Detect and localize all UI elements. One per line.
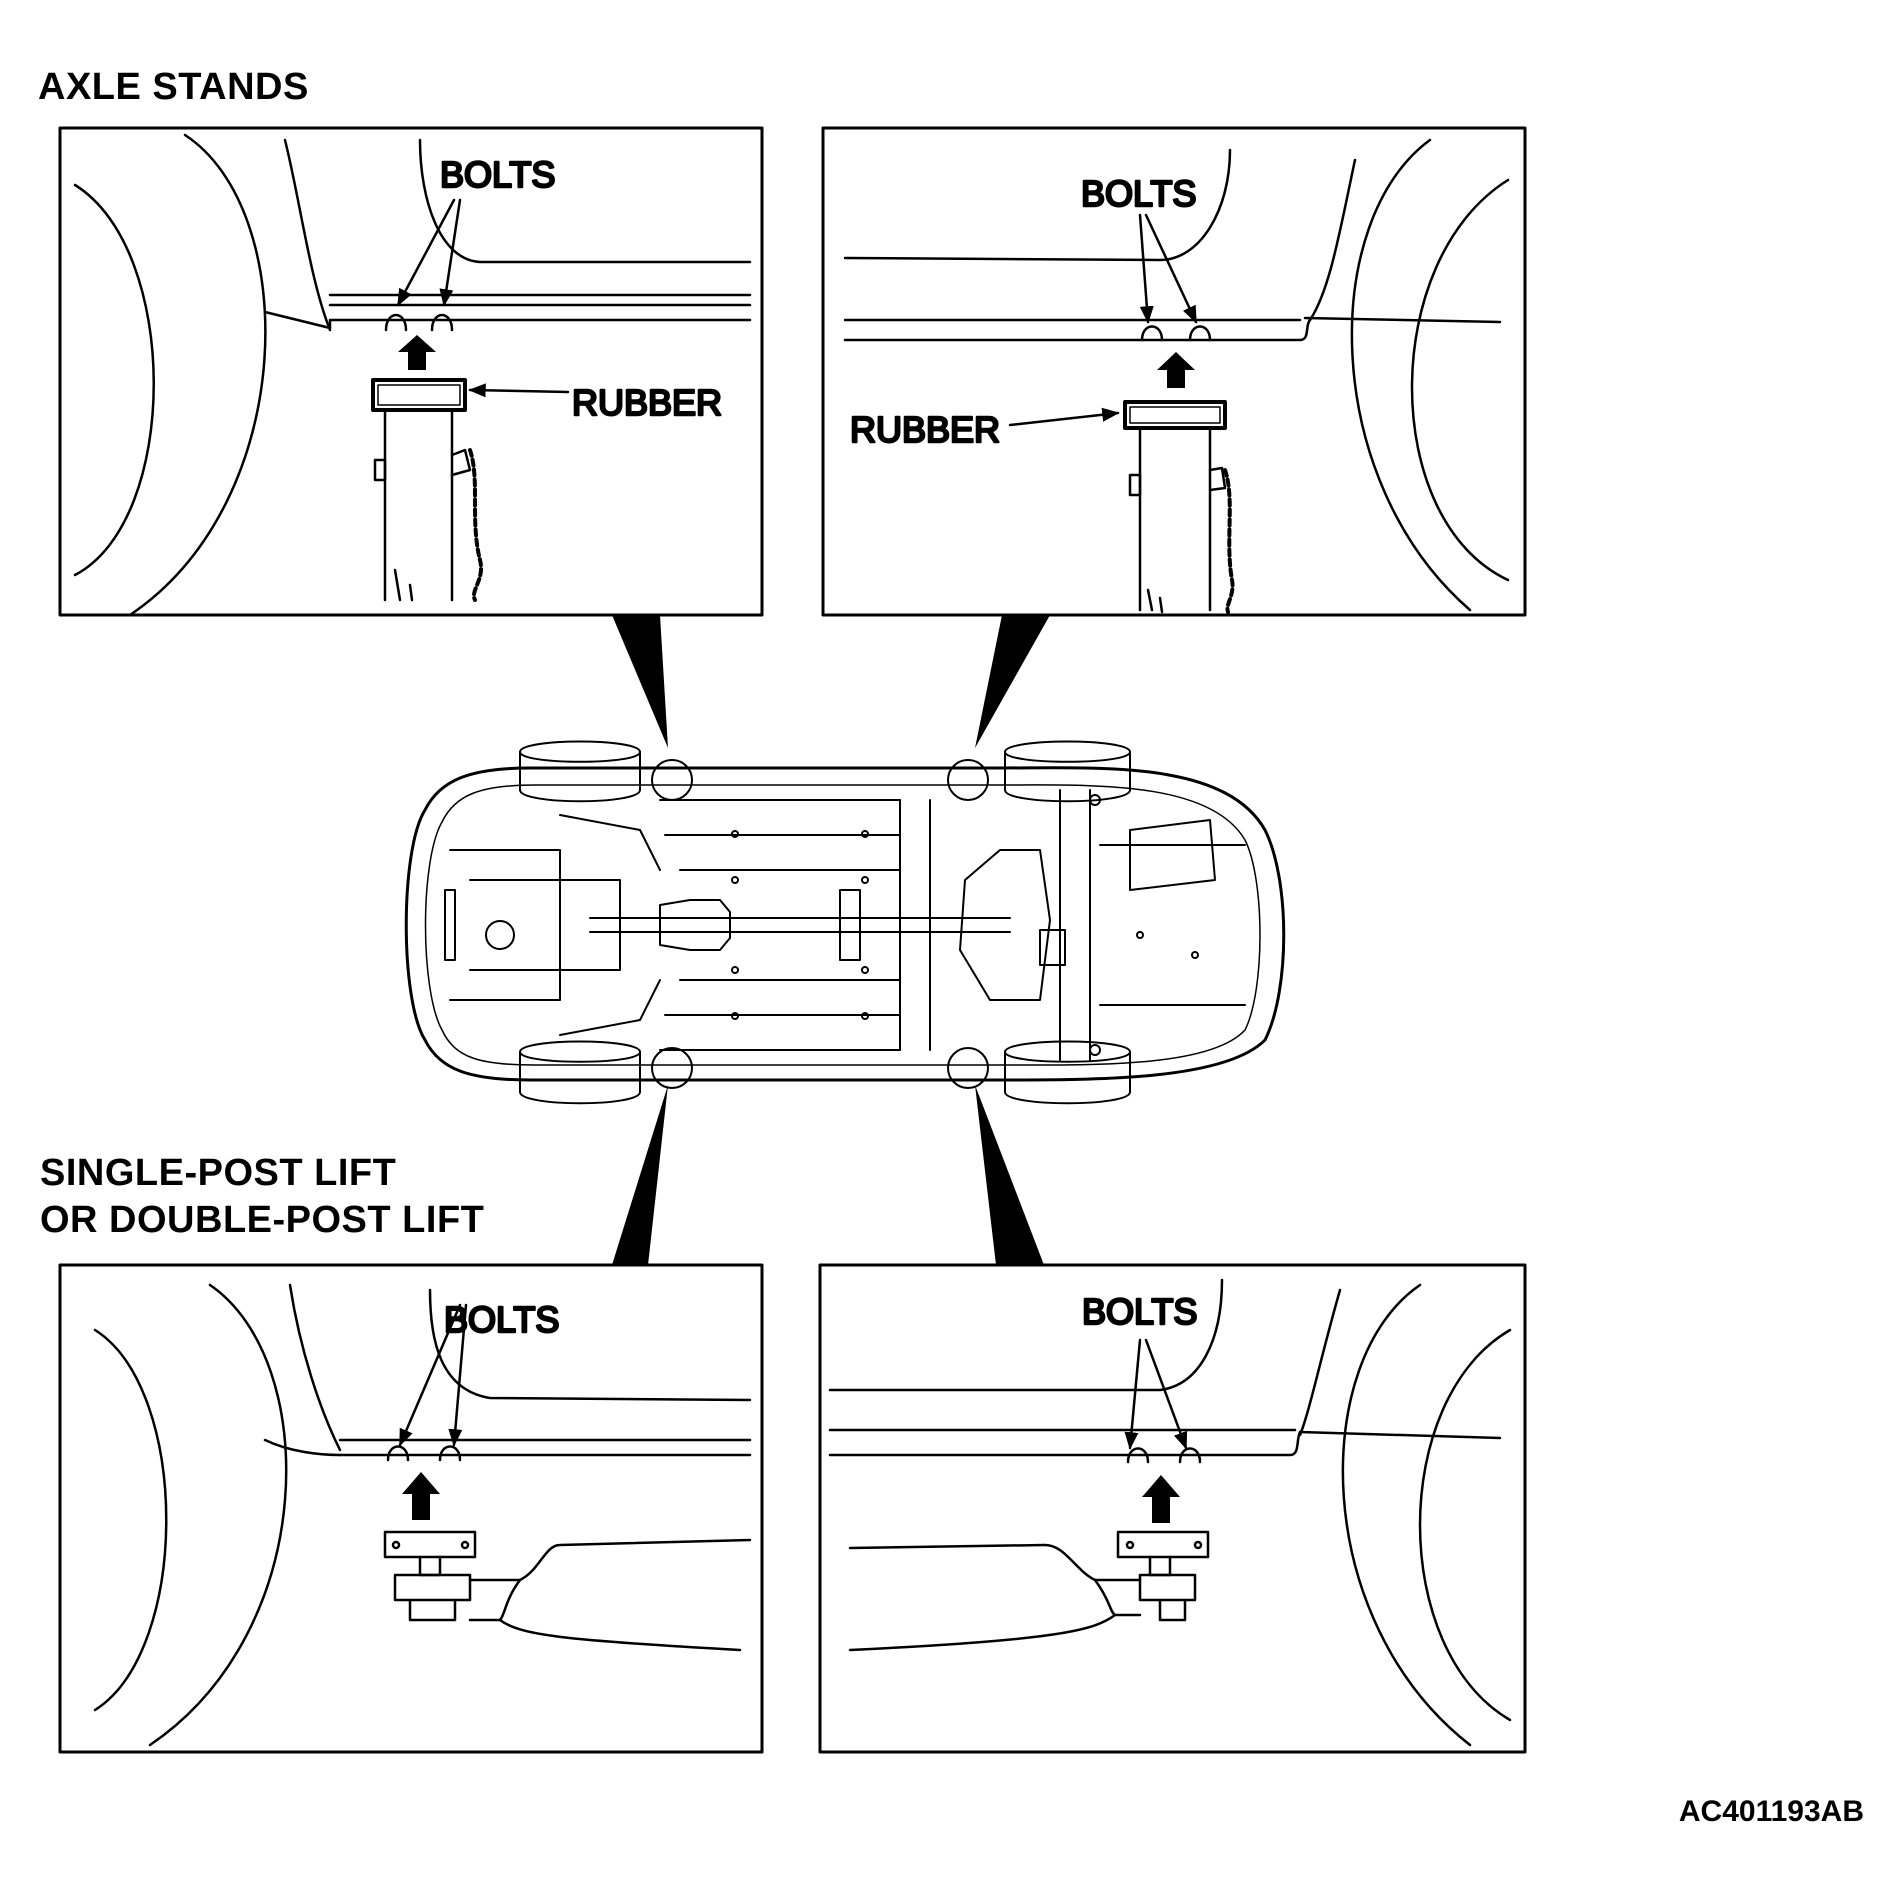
lift-point-marker (651, 759, 693, 801)
panel-lift-front: BOLTS (58, 1263, 764, 1754)
lift-arrow (398, 335, 436, 370)
lift-arrow (1142, 1475, 1180, 1523)
lift-arrow (1157, 352, 1195, 388)
panel-lift-rear: BOLTS (818, 1263, 1527, 1754)
lift-heading-line-2: OR DOUBLE-POST LIFT (40, 1199, 485, 1241)
lift-point-marker (947, 759, 989, 801)
wheel (519, 1040, 641, 1105)
bolts-label: BOLTS (444, 1299, 559, 1340)
bolts-label: BOLTS (1082, 1291, 1197, 1332)
lift-arrow (402, 1472, 440, 1520)
wheel (1004, 740, 1131, 803)
bolts-label: BOLTS (1081, 173, 1196, 214)
wheel (1004, 1040, 1131, 1105)
lift-point-marker (947, 1047, 989, 1089)
panel-axle-stand-front: BOLTS RUBBER (58, 126, 764, 617)
panel-axle-stand-rear: BOLTS RUBBER (821, 126, 1527, 617)
rubber-label: RUBBER (572, 382, 722, 423)
rubber-label: RUBBER (850, 409, 1000, 450)
axle-stands-heading: AXLE STANDS (38, 66, 309, 108)
lift-heading: SINGLE-POST LIFT OR DOUBLE-POST LIFT (40, 1150, 484, 1244)
vehicle-underside (404, 740, 1286, 1105)
wheel (519, 740, 641, 803)
figure-id: AC401193AB (1678, 1795, 1864, 1828)
connector-wedges (612, 615, 1050, 1265)
bolts-label: BOLTS (440, 154, 555, 195)
lift-point-marker (651, 1047, 693, 1089)
lift-heading-line-1: SINGLE-POST LIFT (40, 1152, 397, 1194)
